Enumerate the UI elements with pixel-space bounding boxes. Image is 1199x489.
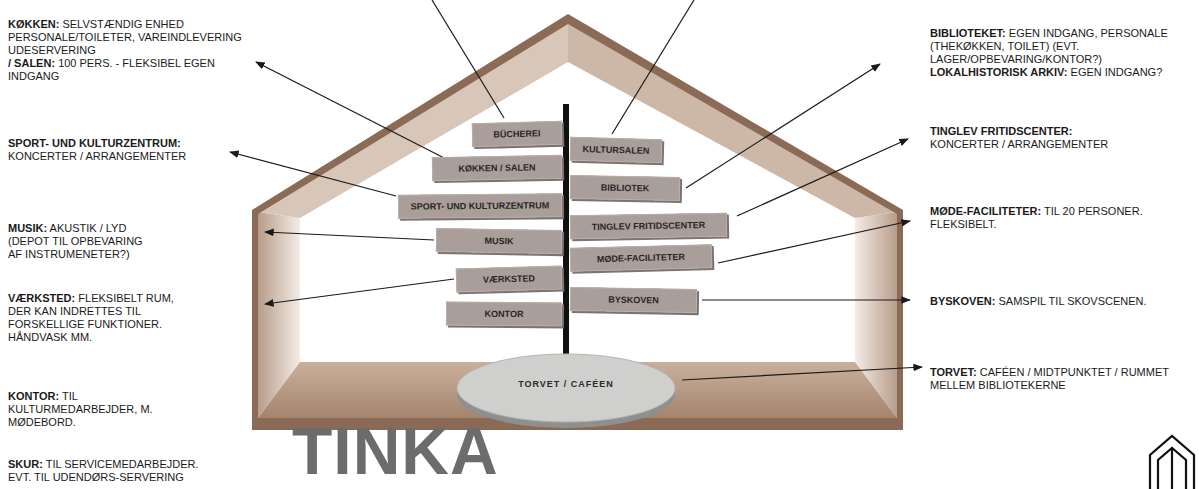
sign-text: SPORT- UND KULTURZENTRUM [411,200,549,211]
sign-text: KULTURSALEN [582,144,649,156]
direction-sign: KULTURSALEN [570,137,663,163]
callout-text: TORVET: CAFÉEN / MIDTPUNKTET / RUMMET ME… [930,366,1180,392]
callout-heading: LOKALHISTORISK ARKIV: [930,66,1068,78]
callout-text: SPORT- UND KULTURZENTRUM:KONCERTER / ARR… [8,137,228,163]
direction-sign: SPORT- UND KULTURZENTRUM [398,193,562,218]
direction-sign: KONTOR [446,301,562,326]
diagram-title: TINKA [292,418,499,484]
direction-sign: BIBLIOTEK [570,175,680,201]
callout-text: SKUR: TIL SERVICEMEDARBEJDER. EVT. TIL U… [8,458,208,484]
callout-text: TINGLEV FRITIDSCENTER:KONCERTER / ARRANG… [930,125,1160,151]
leader-arrow [702,299,910,300]
sign-text: BÜCHEREI [493,128,540,139]
callout-heading: TORVET: [930,366,977,378]
callout-text: KØKKEN: SELVSTÆNDIG ENHED PERSONALE/TOIL… [8,18,250,83]
leader-arrow [718,221,910,263]
callout-heading: VÆRKSTED: [8,292,75,304]
callout-text: VÆRKSTED: FLEKSIBELT RUM, DER KAN INDRET… [8,292,186,344]
callout-body: SAMSPIL TIL SKOVSCENEN. [998,295,1146,307]
callout-body: EGEN INDGANG? [1071,66,1163,78]
leader-arrow [265,279,454,304]
callout-text: MUSIK: AKUSTIK / LYD (DEPOT TIL OPBEVARI… [8,222,158,261]
sign-text: VÆRKSTED [483,273,535,284]
callout-heading: KONTOR: [8,390,59,402]
house-frame [252,14,903,430]
leader-line [432,0,504,118]
leader-arrow [230,152,396,196]
sign-text: MUSIK [484,236,513,247]
callout-heading: SPORT- UND KULTURZENTRUM: [8,137,181,149]
leader-line [612,0,694,134]
logo [1150,436,1194,489]
sign-pole [563,104,569,386]
sign-text: KONTOR [485,309,524,319]
direction-sign: KØKKEN / SALEN [432,155,562,181]
leader-arrow [737,139,908,216]
callout-heading: MUSIK: [8,222,47,234]
callout-heading: KØKKEN: [8,18,59,30]
callout-heading: BYSKOVEN: [930,295,995,307]
direction-sign: TINGLEV FRITIDSCENTER [570,213,727,240]
callout-body: KONCERTER / ARRANGEMENTER [8,150,186,162]
callout-heading: BIBLIOTEKET: [930,27,1006,39]
leader-arrow [265,232,434,240]
sign-text: BIBLIOTEK [601,183,650,194]
direction-sign: MUSIK [436,228,562,254]
callout-body: KONCERTER / ARRANGEMENTER [930,138,1108,150]
callout-text: KONTOR: TIL KULTURMEDARBEJDER, M. MØDEBO… [8,390,173,429]
callout-heading: MØDE-FACILITETER: [930,205,1041,217]
sign-text: BYSKOVEN [608,295,659,306]
callout-text: BYSKOVEN: SAMSPIL TIL SKOVSCENEN. [930,295,1192,308]
callout-heading: / SALEN: [8,57,55,69]
leader-arrow [256,62,452,162]
sign-text: KØKKEN / SALEN [458,162,535,173]
callout-heading: TINGLEV FRITIDSCENTER: [930,125,1072,137]
disc-text: TORVET / CAFÉEN [455,379,677,389]
callout-text: MØDE-FACILITETER: TIL 20 PERSONER. FLEKS… [930,205,1180,231]
disc-shape [455,352,677,430]
leader-arrow [682,367,922,380]
callout-text: BIBLIOTEKET: EGEN INDGANG, PERSONALE (TH… [930,27,1170,79]
direction-sign: MØDE-FACILITETER [570,244,713,272]
direction-sign: VÆRKSTED [456,266,563,293]
leader-arrow [686,64,880,188]
plaza-disc: TORVET / CAFÉEN [455,352,677,430]
direction-sign: BYSKOVEN [570,287,697,313]
sign-text: TINGLEV FRITIDSCENTER [592,220,706,232]
direction-sign: BÜCHEREI [472,121,563,147]
callout-heading: SKUR: [8,458,43,470]
sign-text: MØDE-FACILITETER [597,252,685,264]
